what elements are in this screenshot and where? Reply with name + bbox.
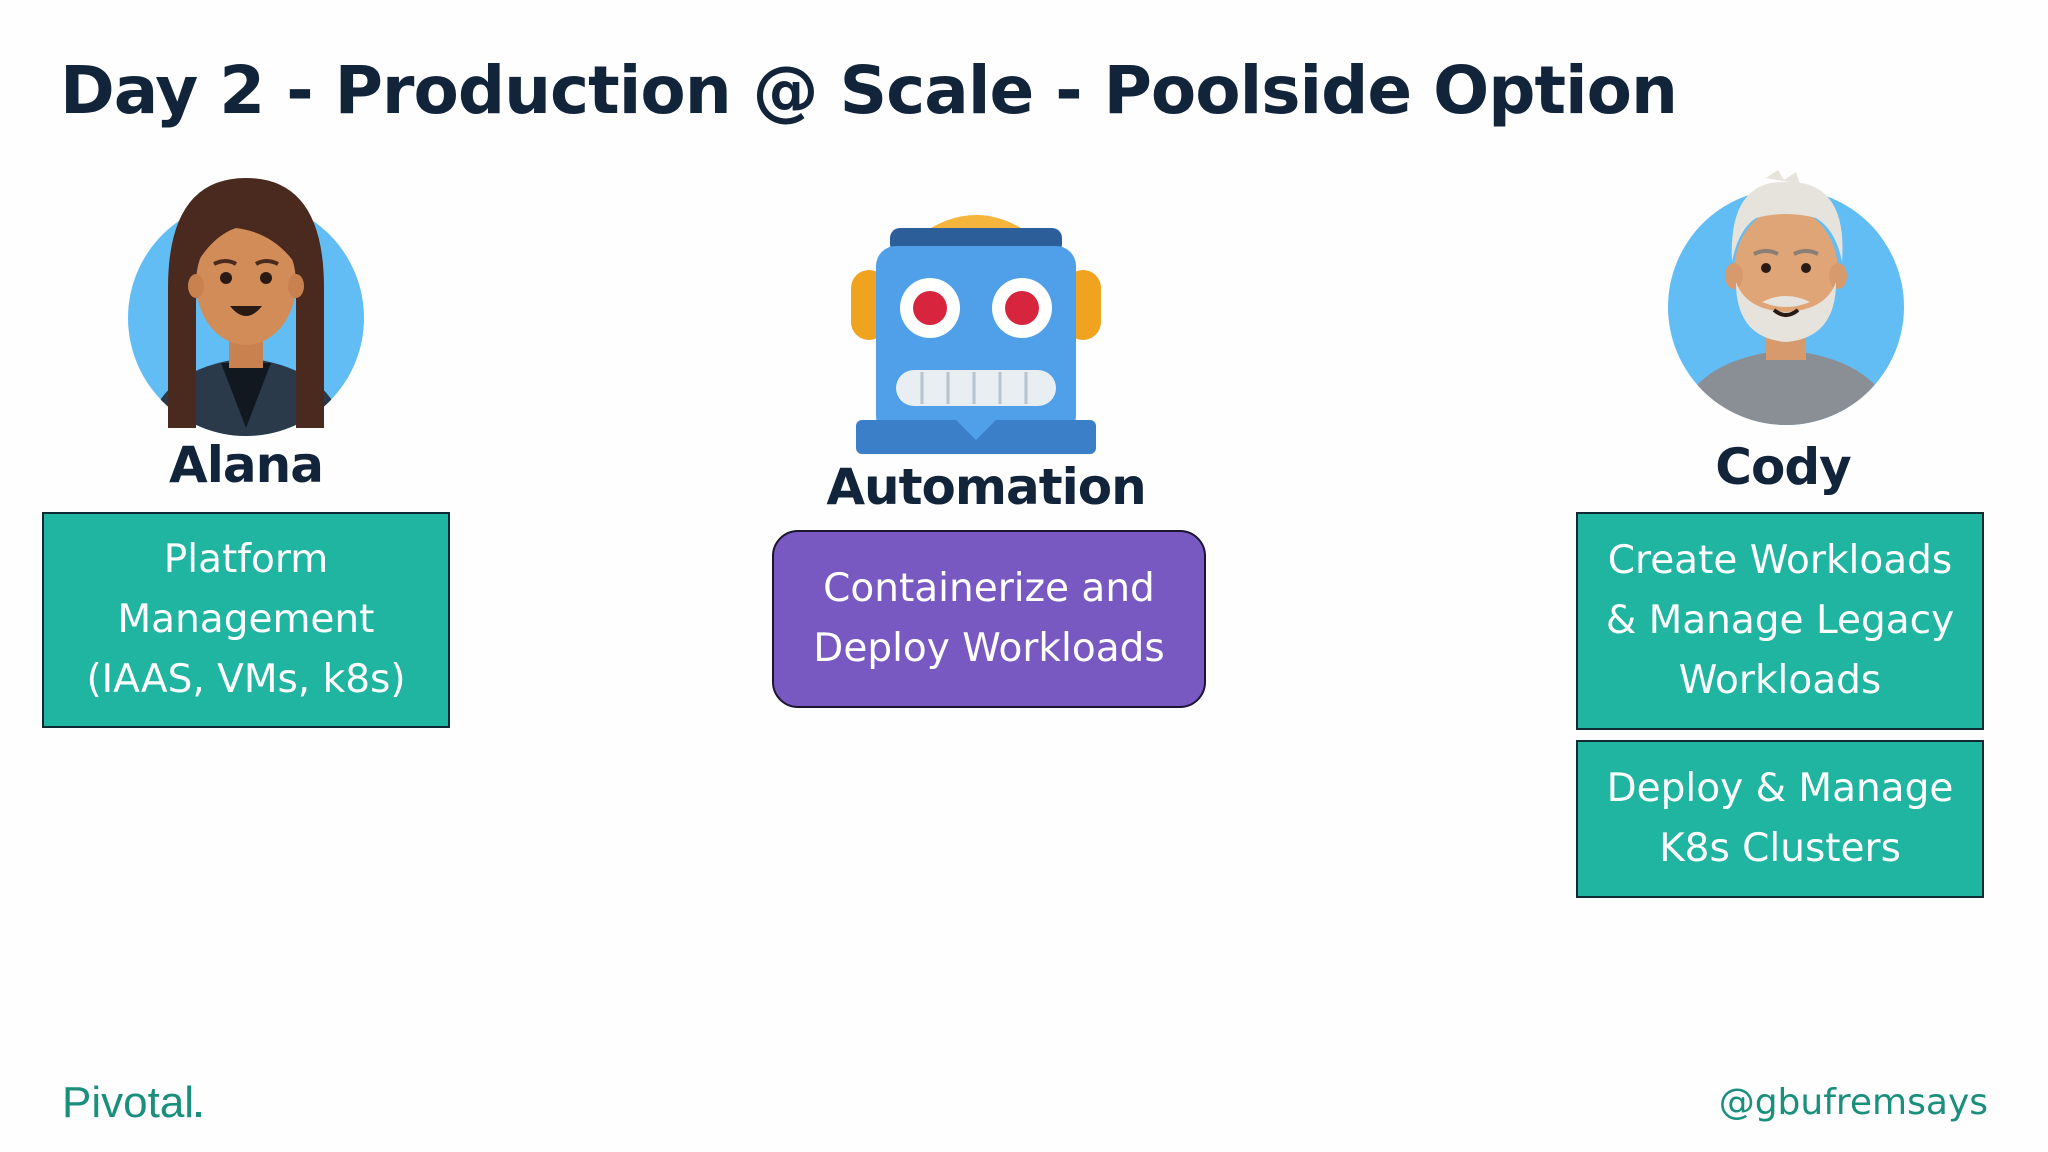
persona-name-automation: Automation [826,458,1146,516]
robot-icon [851,215,1101,454]
man-avatar-icon [1668,170,1904,425]
task-box-create-workloads: Create Workloads & Manage Legacy Workloa… [1576,512,1984,730]
twitter-handle: @gbufremsays [1718,1082,1988,1123]
task-box-platform-management: Platform Management (IAAS, VMs, k8s) [42,512,450,728]
slide-title: Day 2 - Production @ Scale - Poolside Op… [60,52,1678,129]
task-box-containerize-deploy: Containerize and Deploy Workloads [772,530,1206,708]
woman-avatar-icon [128,178,364,436]
persona-name-alana: Alana [169,436,324,494]
pivotal-logo: Pivotal [62,1078,202,1128]
task-box-deploy-k8s-clusters: Deploy & Manage K8s Clusters [1576,740,1984,898]
persona-name-cody: Cody [1715,438,1851,496]
